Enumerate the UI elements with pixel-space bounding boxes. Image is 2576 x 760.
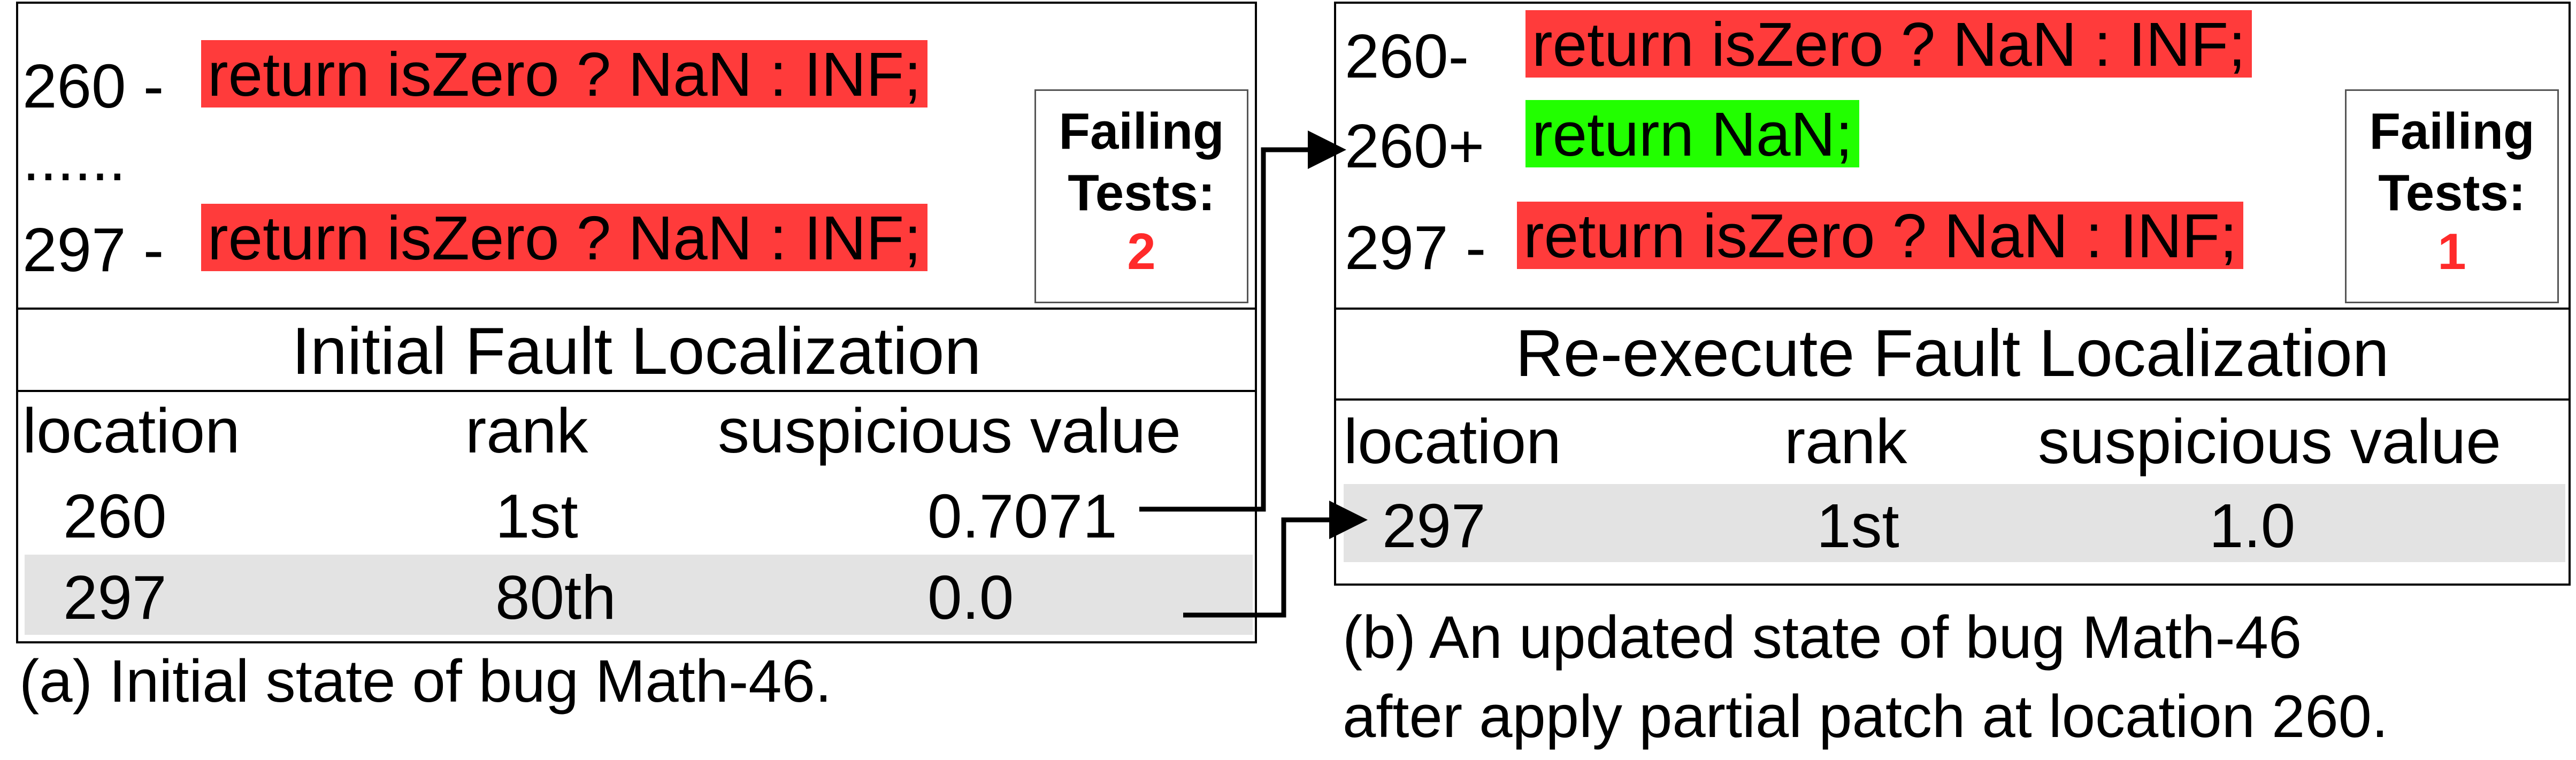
code-line-number-297: 297 -	[22, 215, 164, 285]
table-cell-location: 297	[1382, 491, 1486, 561]
section-title: Initial Fault Localization	[292, 314, 982, 388]
section-divider	[1336, 398, 2569, 401]
code-line-number-297: 297 -	[1345, 213, 1486, 282]
failing-tests-label-line2: Tests:	[1068, 164, 1215, 222]
failing-tests-label: Failing	[2369, 103, 2535, 160]
section-divider	[18, 308, 1255, 310]
column-header-rank: rank	[1784, 406, 1907, 477]
failing-tests-label-line2: Tests:	[2378, 164, 2526, 222]
column-header-suspicious-value: suspicious value	[718, 396, 1181, 466]
column-header-suspicious-value: suspicious value	[2038, 406, 2501, 477]
table-cell-location: 260	[63, 481, 167, 551]
code-line-number-260-added: 260+	[1345, 111, 1485, 181]
failing-tests-box: Failing Tests: 2	[1034, 89, 1248, 303]
caption-panel-b-line2: after apply partial patch at location 26…	[1343, 683, 2389, 750]
removed-code-line-260: return isZero ? NaN : INF;	[201, 40, 928, 108]
added-code-line-260: return NaN;	[1525, 100, 1859, 167]
caption-panel-a: (a) Initial state of bug Math-46.	[19, 648, 832, 715]
removed-code-line-260: return isZero ? NaN : INF;	[1525, 10, 2252, 78]
failing-tests-count: 1	[2437, 223, 2466, 281]
column-header-location: location	[1344, 406, 1561, 477]
panel-initial-state: 260 - return isZero ? NaN : INF; ...... …	[16, 2, 1257, 643]
table-cell-suspicious-value: 0.7071	[927, 481, 1117, 551]
section-title: Re-execute Fault Localization	[1515, 317, 2389, 390]
table-cell-rank: 1st	[1816, 491, 1899, 561]
table-row-highlight	[25, 555, 1253, 635]
code-line-number-260-removed: 260-	[1345, 21, 1469, 91]
section-divider	[18, 390, 1255, 392]
table-row-highlight	[1344, 484, 2565, 562]
failing-tests-box: Failing Tests: 1	[2345, 89, 2559, 303]
failing-tests-count: 2	[1127, 223, 1156, 281]
table-cell-suspicious-value: 1.0	[2209, 491, 2296, 561]
removed-code-line-297: return isZero ? NaN : INF;	[1517, 202, 2244, 269]
table-cell-location: 297	[63, 563, 167, 632]
table-cell-rank: 1st	[495, 481, 578, 551]
column-header-location: location	[22, 396, 240, 466]
section-divider	[1336, 308, 2569, 310]
code-line-number-260: 260 -	[22, 51, 164, 121]
column-header-rank: rank	[465, 396, 588, 466]
table-cell-rank: 80th	[495, 563, 616, 632]
caption-panel-b-line1: (b) An updated state of bug Math-46	[1343, 604, 2302, 671]
failing-tests-label: Failing	[1059, 103, 1224, 160]
code-ellipsis: ......	[22, 124, 126, 194]
removed-code-line-297: return isZero ? NaN : INF;	[201, 204, 928, 271]
table-cell-suspicious-value: 0.0	[927, 563, 1014, 632]
panel-updated-state: 260- return isZero ? NaN : INF; 260+ ret…	[1334, 2, 2571, 586]
